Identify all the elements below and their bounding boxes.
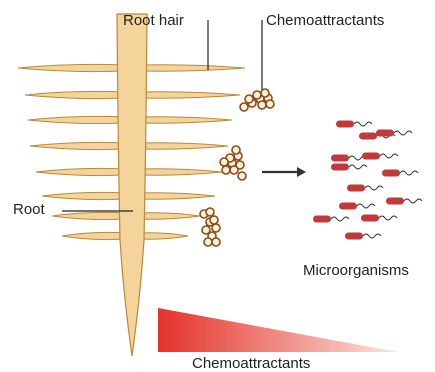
chemoattractant-bead <box>266 100 274 108</box>
microorganism <box>345 233 381 240</box>
chemoattractant-bead <box>222 166 230 174</box>
chemoattractant-bead <box>210 216 218 224</box>
direction-arrow <box>262 167 306 177</box>
chemoattractant-bead <box>261 89 269 97</box>
chemoattractant-bead <box>230 166 238 174</box>
label-root-hair: Root hair <box>123 12 184 29</box>
chemoattractant-bead <box>212 238 220 246</box>
microorganism <box>336 121 372 128</box>
chemoattractant-bead <box>204 238 212 246</box>
flagellum <box>365 186 383 190</box>
microorganism <box>339 203 375 210</box>
flagellum <box>363 234 381 238</box>
root-illustration <box>18 14 245 356</box>
chemoattractant-bead <box>258 101 266 109</box>
chemoattractant-clusters <box>200 89 274 246</box>
flagellum <box>400 171 418 175</box>
bacterium-body <box>331 155 349 162</box>
bacterium-body <box>339 203 357 210</box>
bacterium-body <box>336 121 354 128</box>
label-chemoattractants-top: Chemoattractants <box>266 12 384 29</box>
bacterium-body <box>382 170 400 177</box>
chemoattractant-bead <box>240 103 248 111</box>
bacterium-body <box>359 133 377 140</box>
microorganism <box>382 170 418 177</box>
flagellum <box>380 154 398 158</box>
bacterium-body <box>313 216 331 223</box>
flagellum <box>354 122 372 126</box>
flagellum <box>357 204 375 208</box>
chemoattractant-bead <box>212 224 220 232</box>
bacterium-body <box>362 153 380 160</box>
chemoattractant-gradient <box>158 308 398 352</box>
label-root: Root <box>13 201 46 218</box>
chemoattractant-bead <box>232 146 240 154</box>
chemoattractant-bead <box>238 172 246 180</box>
chemoattractant-cluster <box>240 89 274 111</box>
flagellum <box>404 199 422 203</box>
microorganism <box>361 215 397 222</box>
flagellum <box>331 217 349 221</box>
flagellum <box>349 165 367 169</box>
chemoattractant-bead <box>220 158 228 166</box>
chemoattractant-cluster <box>220 146 246 180</box>
bacterium-body <box>376 130 394 137</box>
microorganism-cluster <box>313 121 422 240</box>
bacterium-body <box>345 233 363 240</box>
bacterium-body <box>347 185 365 192</box>
bacterium-body <box>331 164 349 171</box>
bacterium-body <box>386 198 404 205</box>
microorganism <box>347 185 383 192</box>
label-microorganisms: Microorganisms <box>303 262 409 279</box>
chemoattractant-bead <box>206 208 214 216</box>
root-body <box>117 14 147 356</box>
chemoattractant-cluster <box>200 208 220 246</box>
microorganism <box>313 216 349 223</box>
bacterium-body <box>361 215 379 222</box>
microorganism <box>362 153 398 160</box>
chemoattractant-bead <box>253 91 261 99</box>
microorganism <box>331 155 367 162</box>
microorganism <box>386 198 422 205</box>
label-chemoattractants-bottom: Chemoattractants <box>192 355 310 372</box>
flagellum <box>379 216 397 220</box>
flagellum <box>394 131 412 135</box>
chemoattractant-bead <box>245 95 253 103</box>
microorganism <box>331 164 367 171</box>
